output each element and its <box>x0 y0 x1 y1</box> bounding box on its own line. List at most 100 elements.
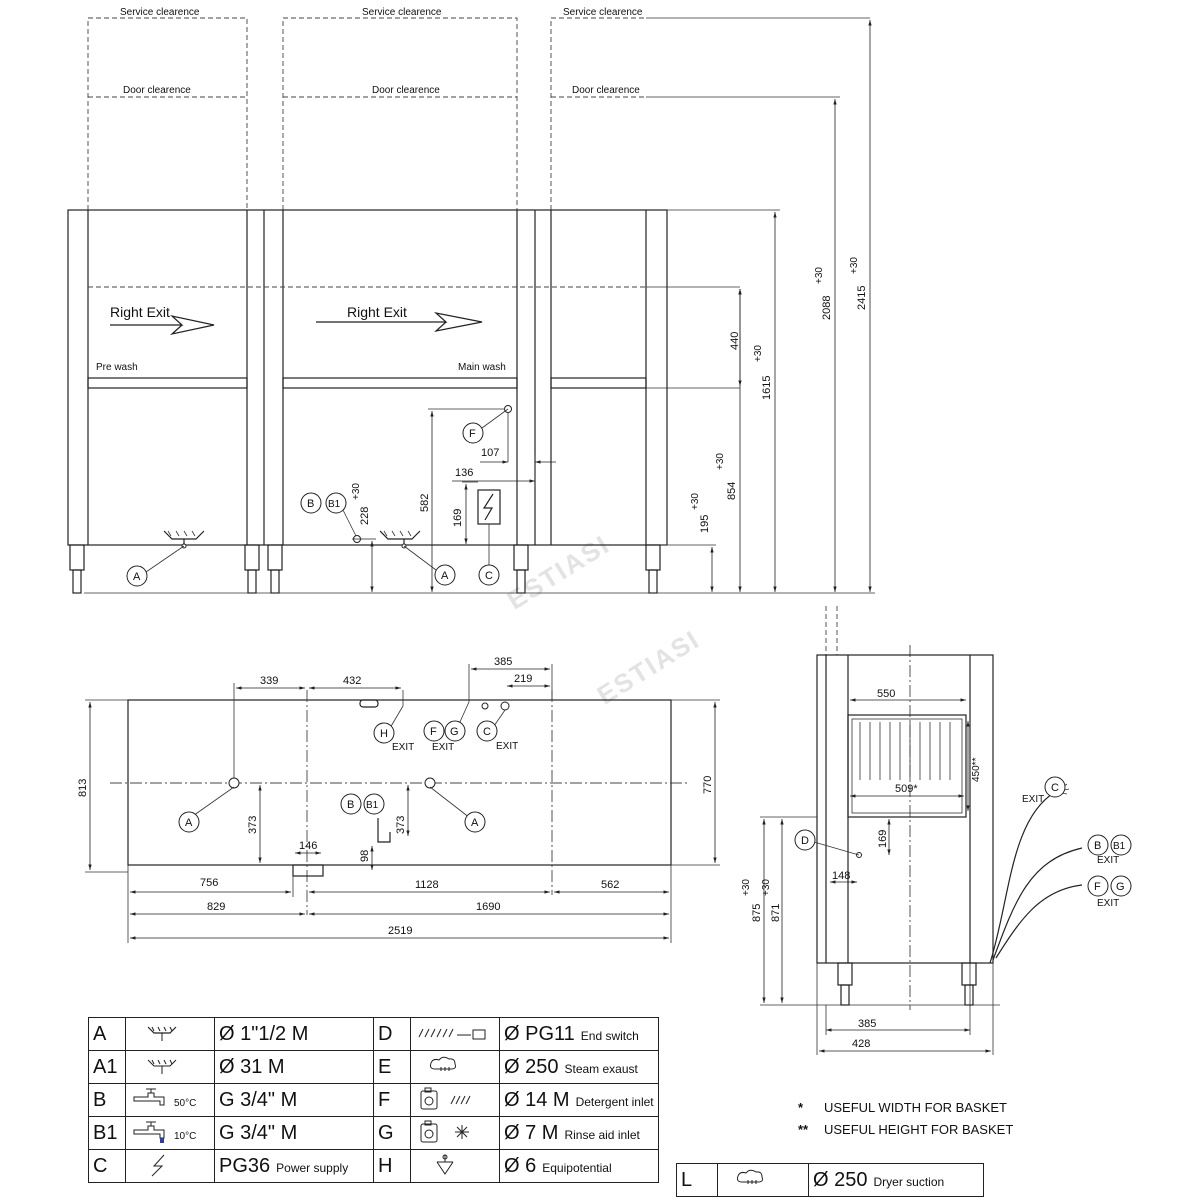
exit-label: EXIT <box>1097 855 1119 866</box>
connection-label-B1: B1 <box>328 499 341 510</box>
rinse-aid-canister-icon <box>410 1116 500 1150</box>
connection-label-B: B <box>347 799 354 811</box>
legend-desc: Rinse aid inlet <box>564 1127 640 1142</box>
exit-label: EXIT <box>392 742 414 753</box>
dim-148: 148 <box>832 870 850 882</box>
legend-desc: Detergent inlet <box>575 1094 654 1109</box>
note-line: *USEFUL WIDTH FOR BASKET <box>798 1097 1013 1119</box>
connection-label-F: F <box>469 428 476 440</box>
note-text: USEFUL HEIGHT FOR BASKET <box>824 1122 1014 1137</box>
hot-water-tap-icon <box>130 1088 174 1114</box>
legend-value: G 3/4" M <box>214 1083 374 1117</box>
dim-373: 373 <box>395 816 407 834</box>
dim-2415: 2415 <box>856 286 868 310</box>
temperature-label: 50°C <box>174 1097 197 1109</box>
dim-756: 756 <box>200 877 218 889</box>
dim-tolerance: +30 <box>849 257 860 274</box>
connection-label-B: B <box>1094 840 1101 852</box>
dim-1615: 1615 <box>761 376 773 400</box>
lightning-icon <box>482 493 494 521</box>
note-mark: * <box>798 1100 804 1115</box>
main-wash-label: Main wash <box>458 362 506 373</box>
note-mark: ** <box>798 1122 809 1137</box>
pre-wash-label: Pre wash <box>96 362 138 373</box>
door-clearance-label: Door clearence <box>372 85 440 96</box>
detergent-canister-icon <box>410 1083 500 1117</box>
dim-770: 770 <box>702 776 714 794</box>
dimension-lines-plan <box>85 664 720 943</box>
legend-key: H <box>373 1149 411 1183</box>
watermark-text: ESTIASI <box>502 529 616 615</box>
dim-1690: 1690 <box>476 901 500 913</box>
dim-2519: 2519 <box>388 925 412 937</box>
steam-cloud-icon <box>410 1050 500 1084</box>
side-view: D C EXIT B B1 EXIT F <box>741 606 1132 1055</box>
connection-label-F: F <box>1094 881 1101 893</box>
dim-562: 562 <box>601 879 619 891</box>
legend-value: PG36 <box>219 1154 271 1177</box>
connection-label-B1: B1 <box>366 800 379 811</box>
dim-2088: 2088 <box>821 296 833 320</box>
dim-854: 854 <box>726 482 738 500</box>
legend-desc: Dryer suction <box>873 1174 945 1189</box>
dim-550: 550 <box>877 688 895 700</box>
legend-key: D <box>373 1017 411 1051</box>
connection-label-A: A <box>133 571 141 583</box>
legend-desc: Equipotential <box>542 1160 612 1175</box>
lightning-box <box>477 489 501 525</box>
legend-key: B1 <box>88 1116 126 1150</box>
legend-key: L <box>676 1163 718 1197</box>
connection-label-H: H <box>380 728 388 740</box>
dim-509: 509* <box>895 783 918 795</box>
dim-373: 373 <box>247 816 259 834</box>
dryer-cloud-icon <box>717 1163 809 1197</box>
dim-1128: 1128 <box>415 879 439 891</box>
legend-desc: Power supply <box>276 1160 349 1175</box>
service-clearance-label: Service clearence <box>120 7 200 18</box>
legend-value: Ø 250 <box>504 1055 559 1078</box>
legend-value: Ø 6 <box>504 1154 537 1177</box>
dim-385: 385 <box>858 1018 876 1030</box>
legend-key: E <box>373 1050 411 1084</box>
dim-195: 195 <box>699 515 711 533</box>
legend-key: F <box>373 1083 411 1117</box>
connection-label-B: B <box>307 498 314 510</box>
exit-label: EXIT <box>1097 898 1119 909</box>
basket-rack <box>859 722 951 780</box>
cold-water-tap-icon <box>130 1121 174 1147</box>
machine-body-front <box>67 209 740 546</box>
drain-icon <box>145 530 205 573</box>
dim-385: 385 <box>494 656 512 668</box>
connection-cables <box>989 783 1083 964</box>
end-switch-icon <box>410 1017 500 1051</box>
connection-label-B1: B1 <box>1113 841 1126 852</box>
legend-key: A <box>88 1017 126 1051</box>
dimension-lines-front <box>84 20 875 594</box>
legend-key: A1 <box>88 1050 126 1084</box>
legend-key: G <box>373 1116 411 1150</box>
service-clearance-boxes <box>87 17 870 210</box>
dim-440: 440 <box>729 332 741 350</box>
door-clearance-label: Door clearence <box>123 85 191 96</box>
dim-450: 450** <box>971 757 982 782</box>
dim-339: 339 <box>260 675 278 687</box>
dim-428: 428 <box>852 1038 870 1050</box>
legend-value: G 3/4" M <box>214 1116 374 1150</box>
connection-label-C: C <box>483 726 491 738</box>
dim-875: 875 <box>751 904 763 922</box>
note-line: ** USEFUL HEIGHT FOR BASKET <box>798 1119 1013 1141</box>
legend-desc: End switch <box>580 1028 639 1043</box>
service-clearance-label: Service clearence <box>563 7 643 18</box>
lightning-icon <box>125 1149 215 1183</box>
connection-label-F: F <box>430 726 437 738</box>
watermark: ESTIASI <box>502 529 616 615</box>
connection-label-C: C <box>1051 782 1059 794</box>
legend-value: Ø 14 M <box>504 1088 570 1111</box>
legend-value: Ø PG11 <box>504 1022 575 1045</box>
drain-icon <box>125 1017 215 1051</box>
